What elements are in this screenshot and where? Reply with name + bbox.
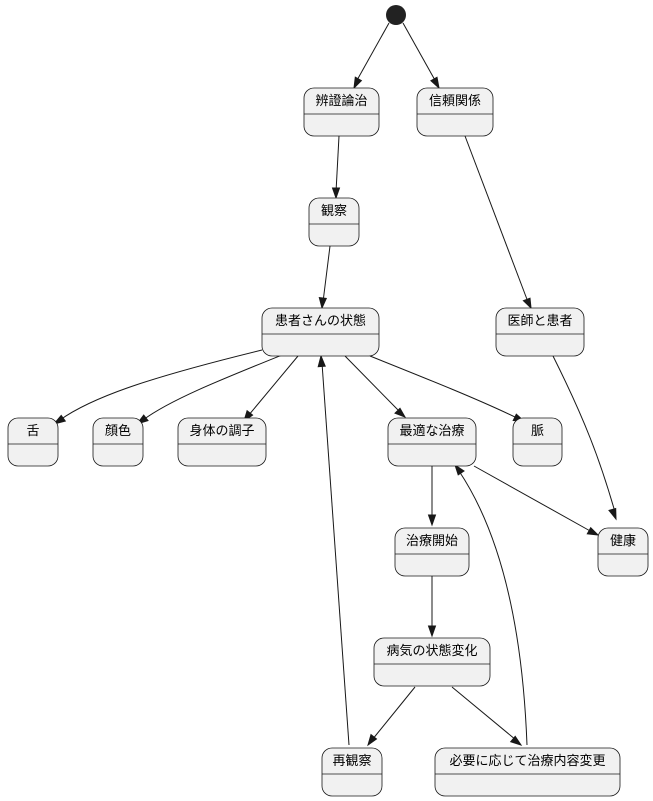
edge-saiteki-chiryo-arrowhead xyxy=(427,514,437,527)
edge-hitsuyo-saiteki xyxy=(458,470,528,746)
edge-byoki-saikansatsu-arrowhead xyxy=(367,733,378,747)
state-label: 脈 xyxy=(531,424,544,439)
state-label: 健康 xyxy=(610,533,636,549)
state-label: 顔色 xyxy=(105,423,131,439)
edge-kanja-shita-arrowhead xyxy=(52,414,67,425)
edge-kanja-shintai xyxy=(247,355,299,417)
state-saiteki[interactable]: 最適な治療 xyxy=(387,417,477,467)
edge-kanja-myaku xyxy=(369,355,518,419)
state-label: 身体の調子 xyxy=(189,423,254,439)
state-saikansatsu[interactable]: 再観察 xyxy=(321,747,383,797)
state-label: 辨證論治 xyxy=(315,93,367,109)
state-label: 患者さんの状態 xyxy=(275,313,366,329)
edge-kanja-shita xyxy=(59,349,263,421)
state-label: 医師と患者 xyxy=(507,314,572,329)
state-byoki-henka[interactable]: 病気の状態変化 xyxy=(373,637,491,687)
edge-start-bensho xyxy=(355,22,390,83)
edge-ishi-kenko xyxy=(552,355,616,513)
edge-bensho-kansatsu xyxy=(335,135,340,193)
edge-start-shinrai-arrowhead xyxy=(430,76,440,90)
state-ishi-kanja[interactable]: 医師と患者 xyxy=(495,307,585,357)
edge-ishi-kenko-arrowhead xyxy=(608,507,617,521)
edge-shinrai-ishi xyxy=(464,135,529,303)
edge-saikansatsu-kanja-arrowhead xyxy=(317,354,326,368)
state-kansatsu[interactable]: 観察 xyxy=(308,197,360,247)
edge-kansatsu-kanja xyxy=(322,245,331,303)
state-label: 最適な治療 xyxy=(399,423,464,439)
state-bensho[interactable]: 辨證論治 xyxy=(303,87,380,137)
edge-saiteki-kenko xyxy=(473,465,593,533)
state-kenko[interactable]: 健康 xyxy=(597,527,649,577)
state-myaku[interactable]: 脈 xyxy=(512,417,563,467)
state-chiryo-kaishi[interactable]: 治療開始 xyxy=(394,527,470,577)
edge-saikansatsu-kanja xyxy=(321,362,350,746)
edge-byoki-hitsuyo-arrowhead xyxy=(509,735,523,746)
edge-bensho-kansatsu-arrowhead xyxy=(331,187,341,200)
state-label: 必要に応じて治療内容変更 xyxy=(449,753,605,769)
state-ganshoku[interactable]: 顔色 xyxy=(92,417,144,467)
start-node xyxy=(386,5,406,25)
edge-kanja-ganshoku xyxy=(142,354,283,421)
state-kanja-jotai[interactable]: 患者さんの状態 xyxy=(261,307,380,357)
state-label: 舌 xyxy=(26,424,39,439)
edge-start-bensho-arrowhead xyxy=(353,76,363,90)
edge-kansatsu-kanja-arrowhead xyxy=(318,297,328,310)
state-shita[interactable]: 舌 xyxy=(7,417,59,467)
state-hitsuyo[interactable]: 必要に応じて治療内容変更 xyxy=(434,747,621,797)
state-shinrai[interactable]: 信頼関係 xyxy=(416,87,494,137)
state-label: 信頼関係 xyxy=(429,94,481,109)
edge-chiryo-byoki-arrowhead xyxy=(427,625,437,638)
state-label: 治療開始 xyxy=(406,534,458,549)
transitions xyxy=(52,22,617,747)
state-shintai[interactable]: 身体の調子 xyxy=(177,417,267,467)
edge-saiteki-kenko-arrowhead xyxy=(586,526,600,536)
state-label: 病気の状態変化 xyxy=(386,643,477,659)
edge-byoki-saikansatsu xyxy=(371,686,416,741)
state-label: 再観察 xyxy=(332,754,371,769)
edge-kanja-saiteki xyxy=(344,355,401,413)
edge-kanja-saiteki-arrowhead xyxy=(394,407,407,418)
edge-byoki-hitsuyo xyxy=(451,686,517,741)
state-label: 観察 xyxy=(321,204,347,219)
edge-hitsuyo-saiteki-arrowhead xyxy=(454,463,465,476)
edge-shinrai-ishi-arrowhead xyxy=(522,297,532,310)
edge-start-shinrai xyxy=(402,22,437,83)
